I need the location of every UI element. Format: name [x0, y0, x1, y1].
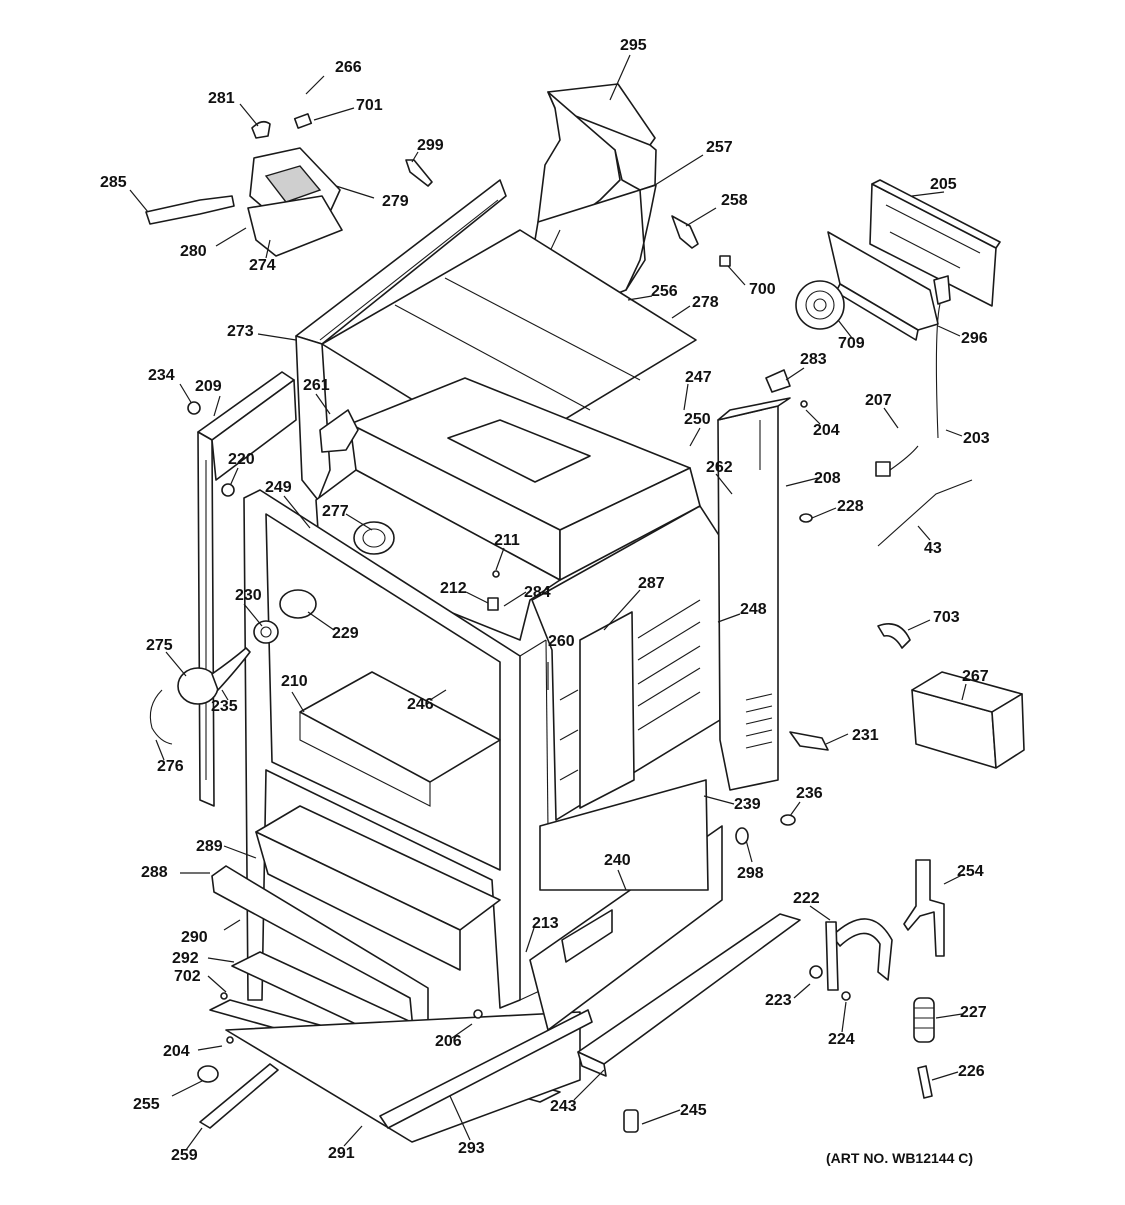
part-number-label: 213	[532, 915, 559, 932]
part-number-label: 227	[960, 1004, 987, 1021]
part-number-label: 291	[328, 1145, 355, 1162]
part-number-label: 43	[924, 540, 942, 557]
part-number-label: 250	[684, 411, 711, 428]
part-number-label: 203	[963, 430, 990, 447]
part-number-label: 274	[249, 257, 276, 274]
part-number-label: 279	[382, 193, 409, 210]
part-number-label: 220	[228, 451, 255, 468]
part-number-label: 224	[828, 1031, 855, 1048]
part-number-label: 296	[961, 330, 988, 347]
part-number-label: 299	[417, 137, 444, 154]
part-number-label: 261	[303, 377, 330, 394]
part-number-label: 285	[100, 174, 127, 191]
part-number-label: 262	[706, 459, 733, 476]
part-number-label: 288	[141, 864, 168, 881]
oven-body	[315, 469, 723, 821]
part-number-label: 283	[800, 351, 827, 368]
part-number-label: 210	[281, 673, 308, 690]
oven-liner-top	[349, 377, 701, 581]
part-number-label: 254	[957, 863, 984, 880]
part-number-label: 276	[157, 758, 184, 775]
flue-ring	[795, 280, 845, 330]
part-number-label: 235	[211, 698, 238, 715]
part-number-label: 292	[172, 950, 199, 967]
part-number-label: 222	[793, 890, 820, 907]
part-number-label: 212	[440, 580, 467, 597]
part-number-label: 701	[356, 97, 383, 114]
front-frame	[243, 489, 549, 1009]
part-number-label: 280	[180, 243, 207, 260]
part-number-label: 287	[638, 575, 665, 592]
part-number-label: 209	[195, 378, 222, 395]
part-number-label: 267	[962, 668, 989, 685]
part-number-label: 239	[734, 796, 761, 813]
small-parts-right	[789, 623, 1025, 1099]
part-number-label: 231	[852, 727, 879, 744]
part-number-label: 709	[838, 335, 865, 352]
part-number-label: 205	[930, 176, 957, 193]
part-number-label: 245	[680, 1102, 707, 1119]
part-number-label: 206	[435, 1033, 462, 1050]
part-number-label: 298	[737, 865, 764, 882]
part-number-label: 243	[550, 1098, 577, 1115]
part-number-label: 207	[865, 392, 892, 409]
part-number-label: 247	[685, 369, 712, 386]
part-number-label: 234	[148, 367, 175, 384]
part-number-label: 256	[651, 283, 678, 300]
kick-panel	[529, 779, 723, 1031]
part-number-label: 293	[458, 1140, 485, 1157]
part-number-label: 290	[181, 929, 208, 946]
control-module	[145, 113, 433, 257]
part-number-label: 211	[494, 532, 520, 549]
fasteners	[187, 400, 851, 1133]
part-number-label: 240	[604, 852, 631, 869]
part-number-label: 702	[174, 968, 201, 985]
leader-lines	[129, 54, 967, 1151]
part-number-label: 700	[749, 281, 776, 298]
broiler-drawer	[209, 805, 581, 1143]
part-number-label: 223	[765, 992, 792, 1009]
part-number-label: 228	[837, 498, 864, 515]
part-number-label: 257	[706, 139, 733, 156]
part-number-label: 208	[814, 470, 841, 487]
small-parts-left	[149, 409, 359, 745]
part-number-label: 266	[335, 59, 362, 76]
manifold	[577, 913, 801, 1077]
part-number-label: 248	[740, 601, 767, 618]
part-number-label: 236	[796, 785, 823, 802]
left-side-panel	[197, 371, 297, 807]
part-number-label: 278	[692, 294, 719, 311]
part-number-label: 246	[407, 696, 434, 713]
part-number-label: 226	[958, 1063, 985, 1080]
art-number: (ART NO. WB12144 C)	[826, 1150, 974, 1166]
part-number-label: 260	[548, 633, 575, 650]
back-cover	[827, 179, 1001, 341]
part-number-label: 275	[146, 637, 173, 654]
part-number-label: 277	[322, 503, 349, 520]
part-number-label: 284	[524, 584, 551, 601]
part-number-label: 289	[196, 838, 223, 855]
part-number-label: 249	[265, 479, 292, 496]
cabinet-left-side	[295, 179, 507, 501]
part-number-label: 259	[171, 1147, 198, 1164]
part-number-label: 295	[620, 37, 647, 54]
vent-duct	[529, 83, 657, 301]
part-number-label: 281	[208, 90, 235, 107]
part-number-label: 204	[813, 422, 840, 439]
small-parts-top-right	[671, 215, 973, 547]
part-number-label: 230	[235, 587, 262, 604]
base-rail	[199, 1009, 593, 1129]
part-number-label: 255	[133, 1096, 160, 1113]
part-number-label: 273	[227, 323, 254, 340]
part-number-label: 703	[933, 609, 960, 626]
burner-port	[353, 521, 395, 555]
part-number-label: 204	[163, 1043, 190, 1060]
part-number-label: 258	[721, 192, 748, 209]
part-number-label: 229	[332, 625, 359, 642]
right-side-panel	[717, 397, 791, 791]
